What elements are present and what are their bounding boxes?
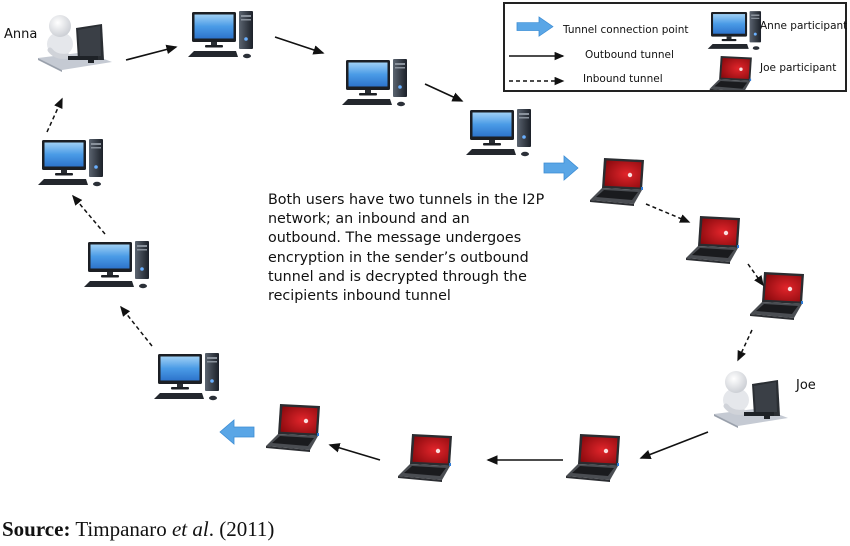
tunnel-connection-arrow-icon: [516, 16, 554, 37]
description-line: encryption in the sender’s outbound: [268, 249, 529, 266]
anna-desktop-4-icon: [38, 139, 103, 187]
tunnel-connection-arrow-right-icon: [543, 155, 579, 181]
anna-user-icon: [38, 15, 112, 72]
joe-laptop-4-icon: [566, 434, 620, 482]
source-year: . (2011): [208, 517, 275, 541]
tunnel-connection-arrow-left-icon: [219, 419, 255, 445]
source-author: Timpanaro: [75, 517, 167, 541]
anna-label: Anna: [4, 27, 38, 42]
legend: Tunnel connection point Outbound tunnel …: [503, 2, 847, 92]
inbound-arrow: [737, 329, 753, 362]
joe-laptop-6-icon: [266, 404, 320, 452]
description-text: Both users have two tunnels in the I2P n…: [268, 191, 545, 306]
joe-laptop-3-icon: [750, 272, 804, 320]
legend-icons: [509, 11, 762, 90]
legend-label-outbound: Outbound tunnel: [585, 49, 674, 61]
description-line: recipients inbound tunnel: [268, 288, 451, 305]
joe-laptop-2-icon: [686, 216, 740, 264]
description-line: tunnel and is decrypted through the: [268, 268, 527, 285]
joe-laptop-1-icon: [590, 158, 644, 206]
legend-label-inbound: Inbound tunnel: [583, 73, 663, 85]
legend-label-joe: Joe participant: [760, 62, 837, 74]
description-line: outbound. The message undergoes: [268, 230, 522, 247]
outbound-arrow: [328, 443, 381, 461]
desktop-computer-icon: [707, 11, 762, 50]
source-label: Source:: [2, 517, 71, 541]
outbound-arrow: [125, 44, 178, 61]
inbound-arrow: [747, 263, 764, 287]
description-line: network; an inbound and an: [268, 211, 470, 228]
inbound-arrow: [46, 97, 63, 133]
laptop-icon: [709, 56, 752, 90]
source-etal: et al: [171, 517, 209, 541]
description-line: Both users have two tunnels in the I2P: [268, 192, 545, 208]
inbound-arrow: [72, 194, 106, 235]
legend-label-anne: Anne participant: [760, 20, 848, 32]
anna-desktop-5-icon: [84, 241, 149, 289]
anna-desktop-3-icon: [466, 109, 531, 157]
anna-desktop-6-icon: [154, 353, 219, 401]
source-caption: Source: Timpanaro et al. (2011): [2, 517, 274, 542]
inbound-arrow: [645, 203, 691, 223]
joe-label: Joe: [796, 378, 816, 393]
inbound-arrow: [120, 305, 153, 347]
joe-laptop-5-icon: [398, 434, 452, 482]
joe-user-icon: [714, 371, 788, 428]
legend-label-tunnel-connection: Tunnel connection point: [563, 24, 689, 36]
outbound-arrow: [639, 431, 709, 460]
outbound-arrow: [274, 36, 325, 55]
anna-desktop-2-icon: [342, 59, 407, 107]
outbound-arrow: [424, 83, 464, 102]
anna-desktop-1-icon: [188, 11, 253, 59]
